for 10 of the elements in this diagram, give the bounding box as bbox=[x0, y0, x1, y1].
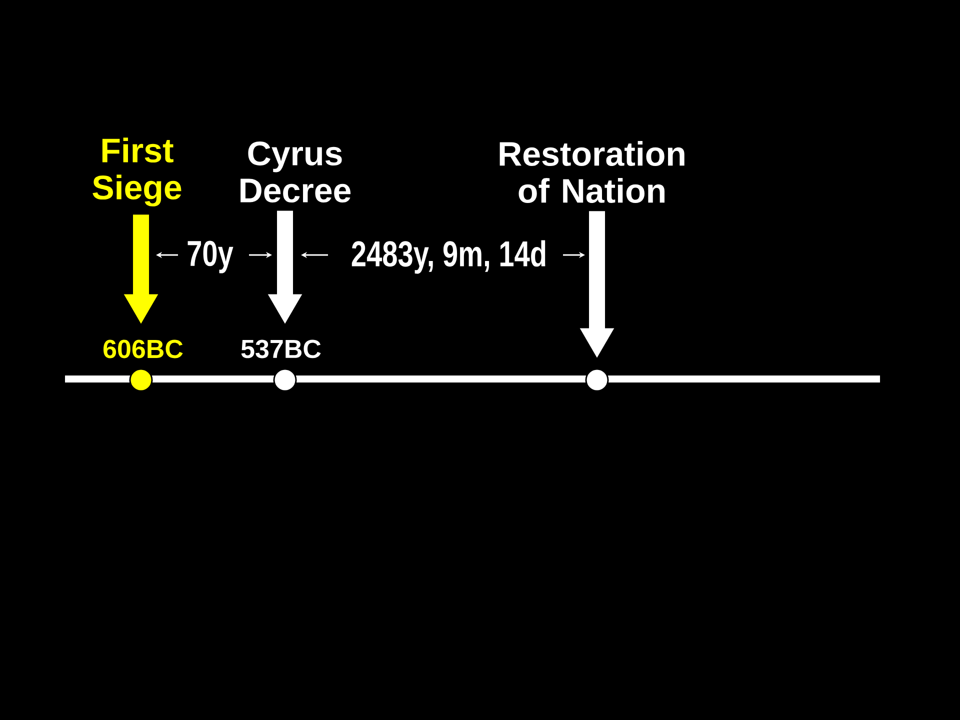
event-label: Restoration of Nation bbox=[500, 141, 684, 203]
date-label: 606BC bbox=[104, 340, 183, 358]
timeline-point bbox=[585, 368, 609, 392]
date-label: 537BC bbox=[241, 340, 321, 358]
event-label: Cyrus Decree bbox=[240, 141, 351, 203]
interval-label: 70y bbox=[188, 240, 234, 274]
interval-label: 2483y, 9m, 14d bbox=[352, 240, 546, 274]
event-label: First Siege bbox=[92, 138, 182, 206]
timeline-point bbox=[129, 368, 153, 392]
timeline-point bbox=[273, 368, 297, 392]
